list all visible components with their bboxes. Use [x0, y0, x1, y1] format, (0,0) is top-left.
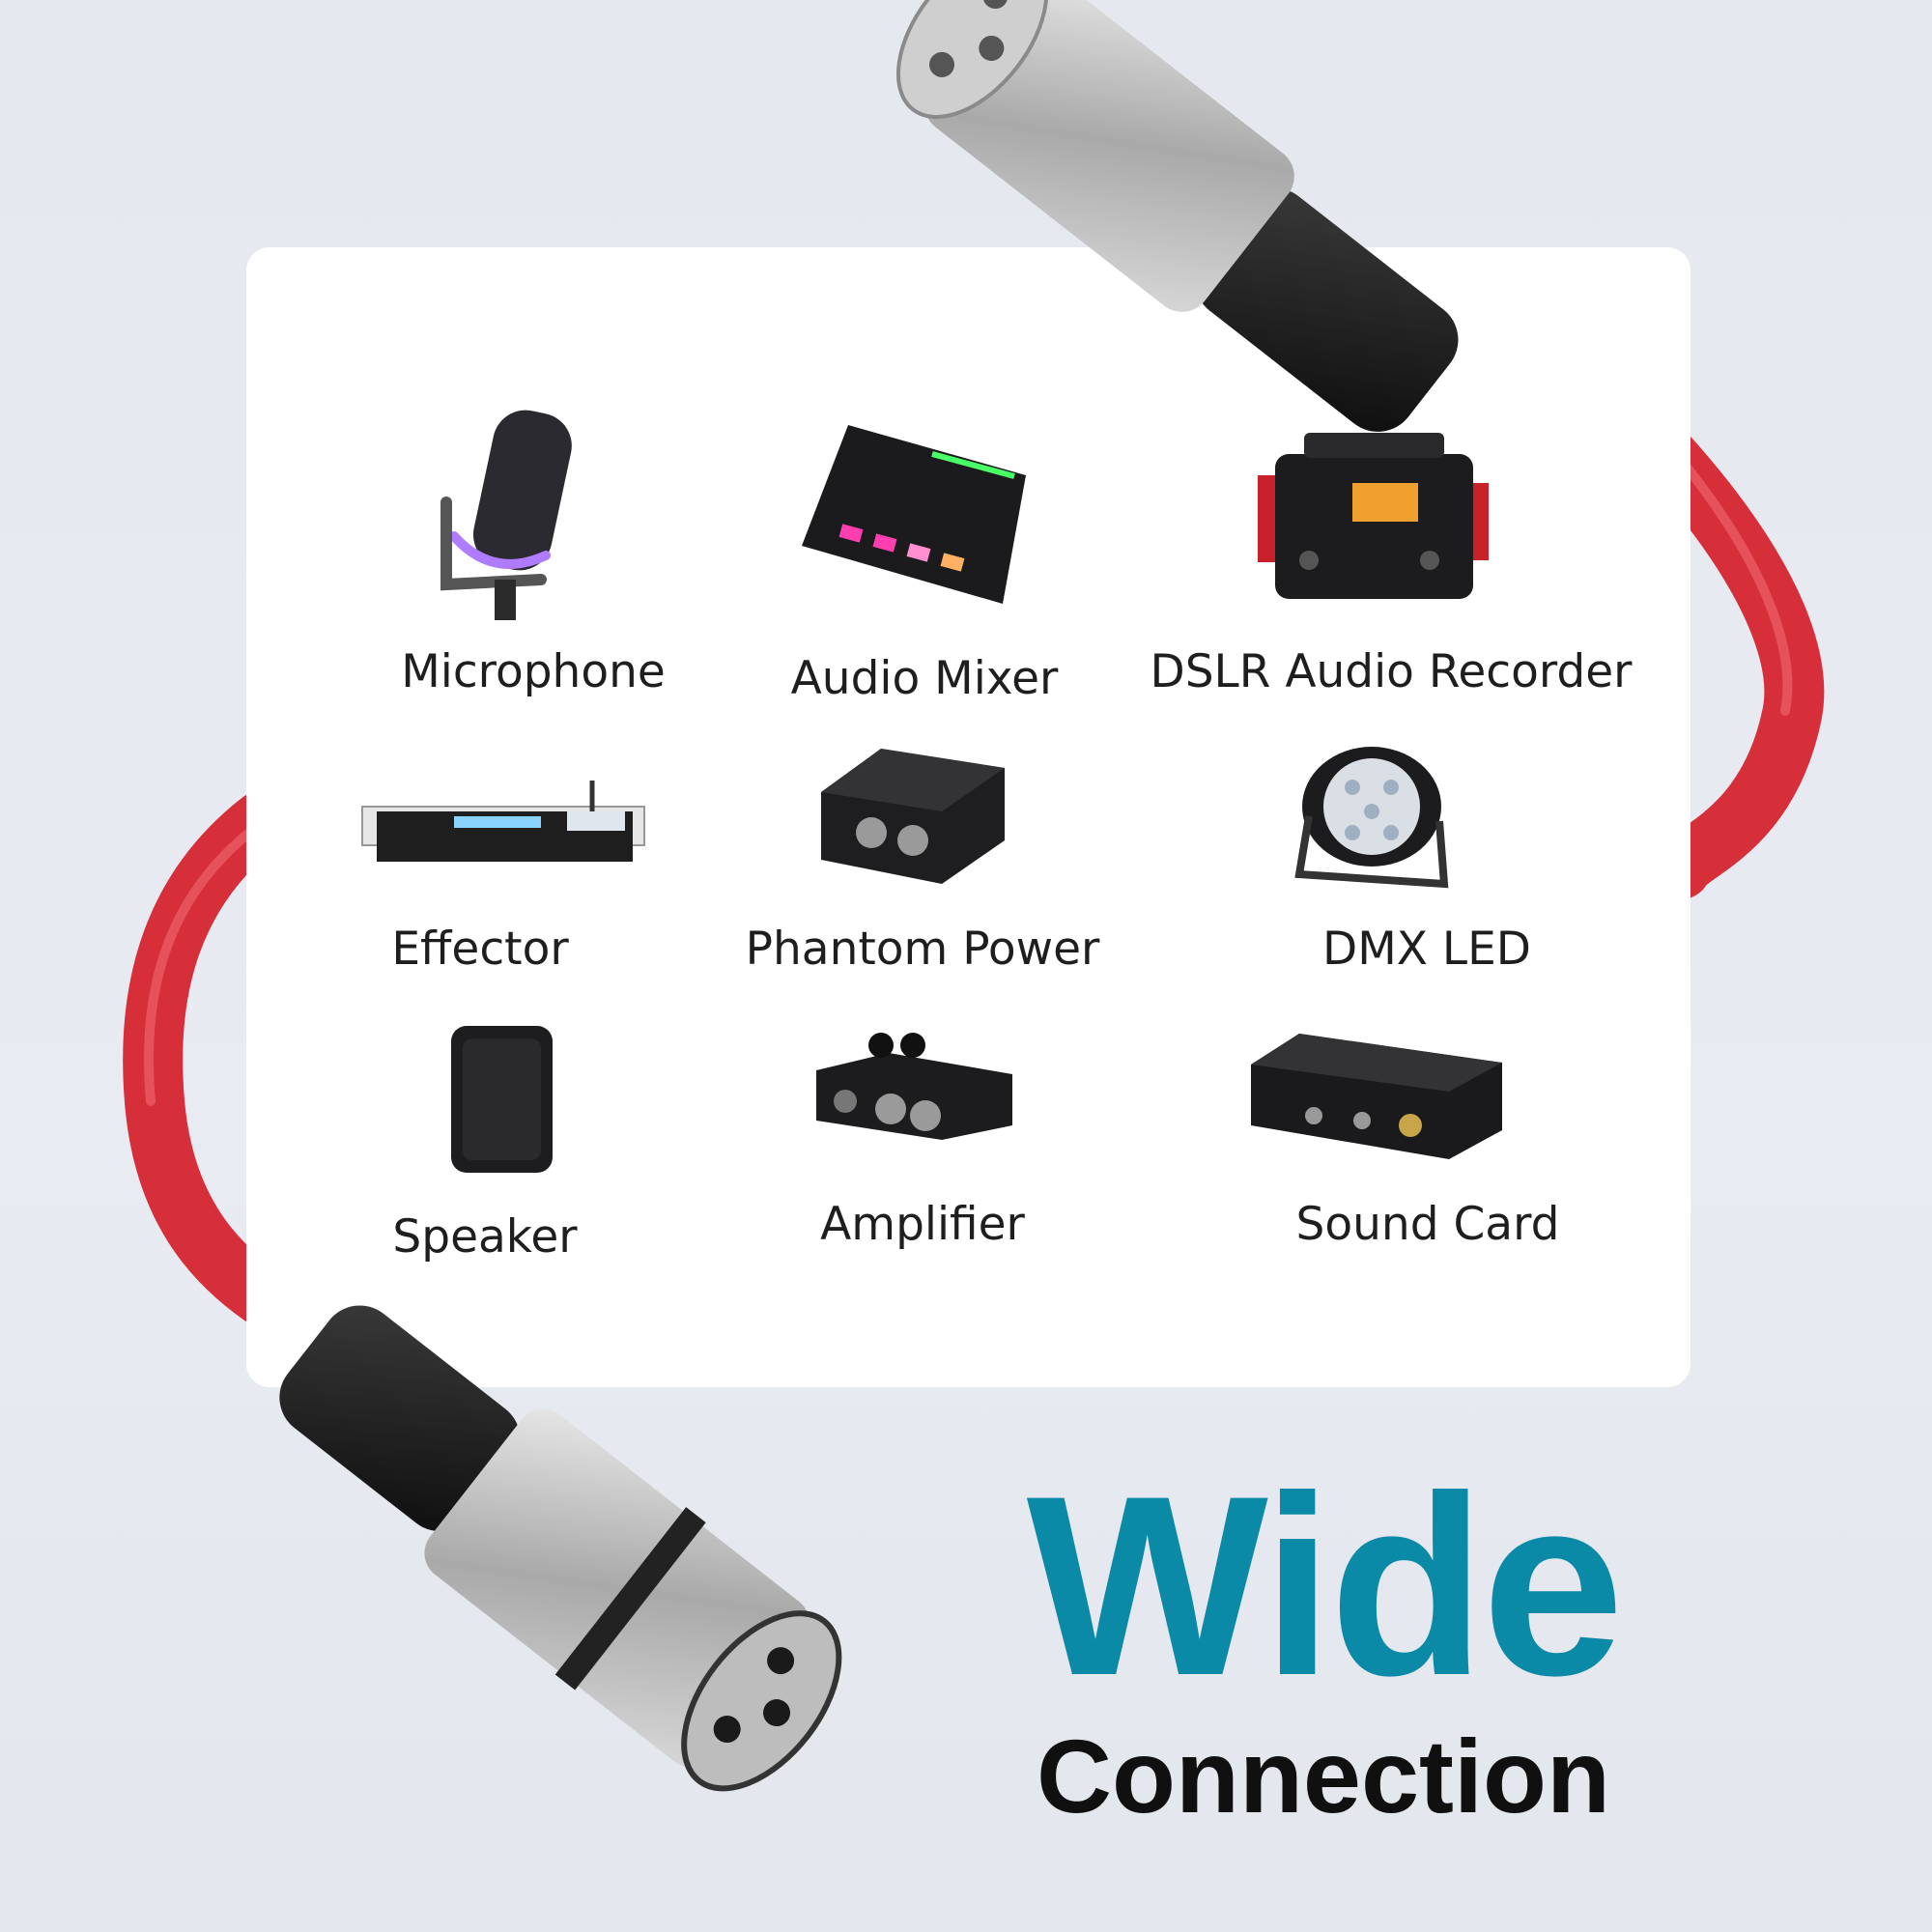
- device-label-dmx-led: DMX LED: [1322, 923, 1531, 976]
- audio-mixer-icon: [802, 425, 1026, 604]
- device-label-audio-mixer: Audio Mixer: [790, 652, 1059, 705]
- audio-recorder-icon: [1258, 433, 1489, 599]
- xlr-cable-lower-highlight: [144, 828, 254, 1106]
- phantom-power-icon: [821, 749, 1005, 884]
- device-label-effector: Effector: [391, 923, 569, 976]
- xlr-male-connector-icon: [895, 0, 1459, 432]
- headline-wide: Wide: [1026, 1443, 1625, 1729]
- device-label-phantom-power: Phantom Power: [745, 923, 1100, 976]
- device-label-speaker: Speaker: [392, 1210, 578, 1264]
- xlr-female-connector-icon: [279, 1305, 842, 1792]
- device-label-sound-card: Sound Card: [1295, 1198, 1560, 1251]
- device-label-microphone: Microphone: [401, 645, 666, 698]
- led-par-light-icon: [1294, 747, 1449, 889]
- headline-connection: Connection: [1037, 1718, 1610, 1834]
- effector-rack-icon: [361, 781, 645, 862]
- device-label-amplifier: Amplifier: [820, 1198, 1025, 1251]
- device-label-dslr-audio-recorder: DSLR Audio Recorder: [1150, 645, 1633, 698]
- amplifier-icon: [816, 1033, 1012, 1140]
- speaker-icon: [451, 1026, 553, 1173]
- sound-card-icon: [1251, 1034, 1502, 1159]
- microphone-icon: [440, 410, 572, 620]
